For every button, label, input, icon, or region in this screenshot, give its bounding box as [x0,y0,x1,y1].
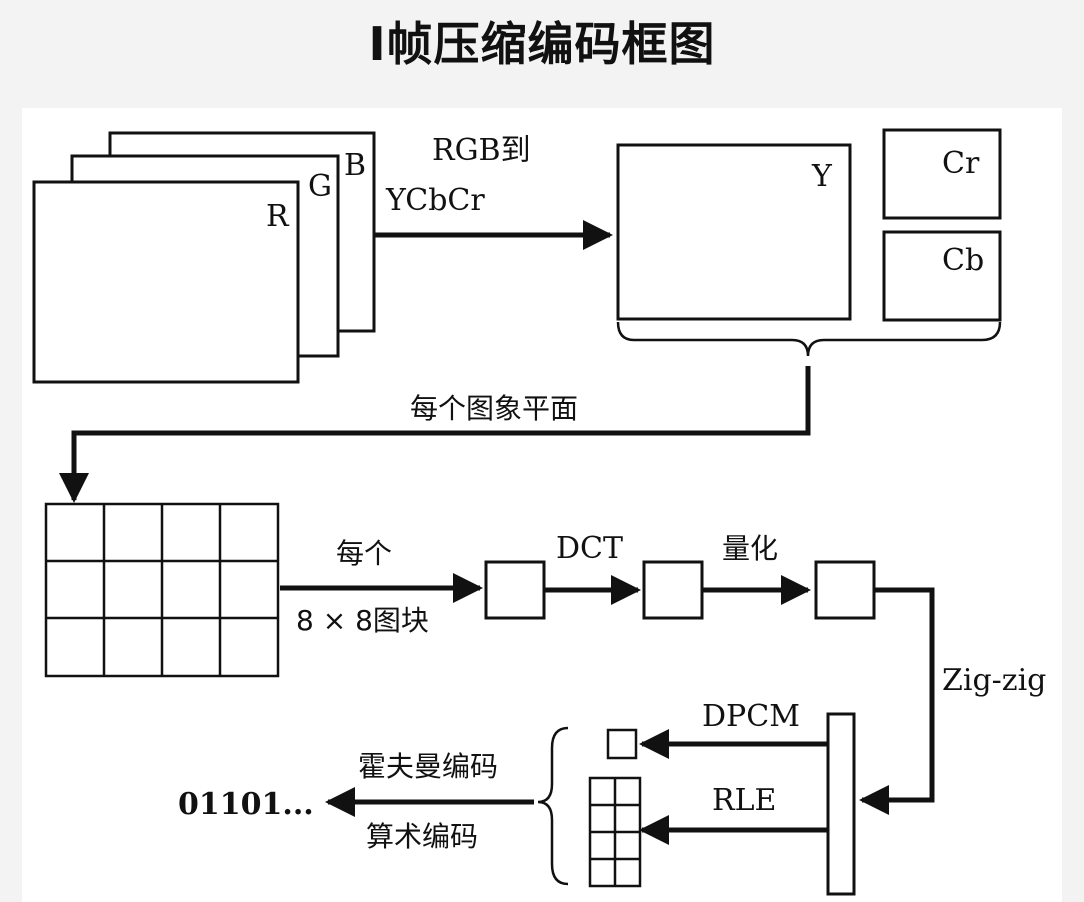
label-dpcm: DPCM [702,699,800,734]
arrow-per-plane [59,366,811,503]
label-huffman: 霍夫曼编码 [358,750,498,783]
label-zigzag: Zig-zig [942,663,1046,698]
plane-r [32,180,300,384]
label-b: B [344,148,366,183]
brace-planes [616,321,1002,357]
diagram-title: I帧压缩编码框图 [368,17,716,71]
label-cb: Cb [942,243,984,278]
label-quant: 量化 [722,532,778,565]
brace-entropy [537,726,569,886]
label-rle: RLE [712,783,776,818]
label-g: G [308,169,332,204]
label-r: R [266,199,290,234]
label-arith: 算术编码 [366,820,478,853]
label-rgb-to: RGB到 [432,133,531,168]
arrow-zigzag [859,587,935,815]
box-dc [606,728,638,760]
box-quant [814,560,876,620]
block-grid [44,502,280,678]
label-output: 01101... [178,787,314,822]
label-per-block-2: 8 × 8图块 [296,604,429,637]
box-block [484,560,546,620]
label-ycbcr: YCbCr [385,183,485,218]
plane-cr [882,128,1002,220]
coefficient-bar [826,712,856,896]
label-per-plane: 每个图象平面 [410,392,578,425]
label-cr: Cr [942,146,980,181]
diagram-svg: B G R RGB到 YCbCr Y Cr Cb 每个图象平面 每个 8 × 8… [32,128,1046,896]
plane-cb [882,230,1002,322]
diagram-canvas: B G R RGB到 YCbCr Y Cr Cb 每个图象平面 每个 8 × 8… [22,108,1062,902]
ac-grid [588,776,642,888]
plane-y [616,143,852,321]
box-dct [642,560,704,620]
label-y: Y [811,159,833,194]
label-per-block-1: 每个 [336,537,392,570]
label-dct: DCT [556,531,623,566]
